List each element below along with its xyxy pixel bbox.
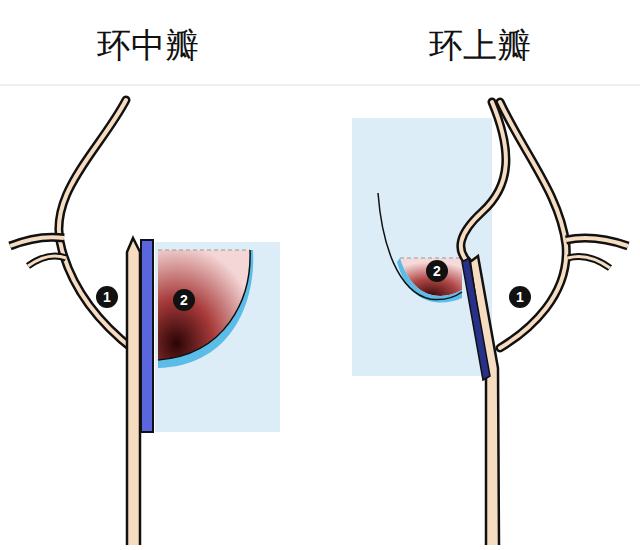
dashed-line	[158, 250, 250, 251]
header-rule	[0, 85, 640, 86]
flow-region	[155, 242, 280, 432]
leaflet-edge	[397, 258, 462, 303]
valve-leaflet	[158, 250, 250, 360]
panel-title: 环上瓣	[429, 23, 531, 69]
valve-leaflet	[400, 258, 462, 296]
annulus-tissue	[127, 238, 140, 545]
dashed-line	[400, 258, 462, 259]
leaflet-outline	[378, 193, 462, 300]
sewing-ring	[141, 240, 153, 432]
callout-number: 2	[173, 289, 195, 311]
leaflet-outline	[158, 250, 250, 360]
callout-number: 1	[96, 286, 118, 308]
flow-region	[352, 118, 492, 376]
panel-title: 环中瓣	[97, 23, 199, 69]
callout-number: 1	[509, 286, 531, 308]
aortic-wall	[10, 100, 134, 350]
callout-number: 2	[426, 260, 448, 282]
sewing-ring	[462, 258, 490, 380]
leaflet-edge	[158, 250, 253, 368]
